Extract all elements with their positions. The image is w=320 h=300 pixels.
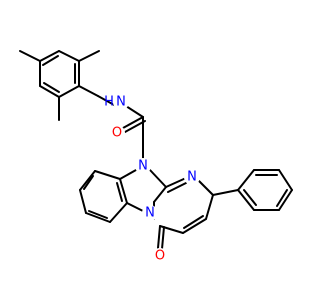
bond (278, 169, 293, 191)
bond (39, 50, 60, 62)
bond (119, 178, 128, 204)
ring-nitrogen-n4a-label: N (145, 206, 155, 221)
bond-double-inner (83, 175, 94, 190)
bond (119, 169, 137, 180)
molecule-structure-svg: N H O N N N O (19, 50, 293, 264)
bond-double-inner (88, 210, 108, 219)
bond (109, 202, 128, 223)
bond (212, 189, 239, 196)
pyrimidinone-ring (153, 177, 214, 250)
bond-double-inner (42, 55, 59, 66)
bond-double-inner (116, 182, 123, 202)
ketone-double-bond (157, 225, 161, 249)
bond (153, 186, 167, 203)
bond (58, 50, 80, 62)
bond (94, 170, 121, 180)
bond-double (167, 182, 187, 193)
bond-double-inner (243, 189, 257, 206)
phenyl-ring (212, 169, 293, 211)
bond (39, 85, 60, 98)
bond (97, 95, 117, 107)
bond (78, 85, 99, 97)
ketone-double-bond (161, 226, 165, 250)
bond (125, 105, 144, 118)
methyl-bond (78, 50, 100, 62)
bond (79, 189, 87, 214)
bond-double-inner (276, 189, 288, 207)
amide-linker (97, 95, 146, 159)
amide-oxygen-label: O (112, 126, 122, 141)
bond-double-inner (43, 82, 60, 93)
bond (182, 218, 207, 234)
imidazole-ring (119, 169, 167, 213)
ketone-oxygen-label: O (155, 249, 165, 264)
bond (237, 169, 255, 191)
bond (149, 169, 167, 188)
amide-nitrogen-label: N (116, 95, 126, 110)
atom-labels: N H O N N N O (104, 94, 200, 264)
ring-nitrogen-n10-label: N (138, 159, 148, 174)
carbonyl-double-bond (124, 120, 146, 133)
molecule-diagram: N H O N N N O (19, 50, 293, 264)
bond (197, 179, 214, 196)
methyl-bond (19, 50, 41, 62)
amide-hydrogen-label: H (104, 95, 114, 110)
benzo-ring (79, 170, 128, 223)
bond (205, 194, 214, 220)
bond (79, 170, 96, 191)
carbonyl-double-bond (122, 116, 144, 129)
ring-nitrogen-n1-label: N (187, 170, 197, 185)
bond (237, 189, 255, 211)
bond (58, 85, 80, 98)
mesityl-ring (19, 50, 100, 121)
bond (165, 177, 187, 188)
bond-double-inner (183, 215, 204, 229)
bond (126, 202, 146, 213)
bond (278, 189, 293, 211)
bond (85, 212, 111, 223)
